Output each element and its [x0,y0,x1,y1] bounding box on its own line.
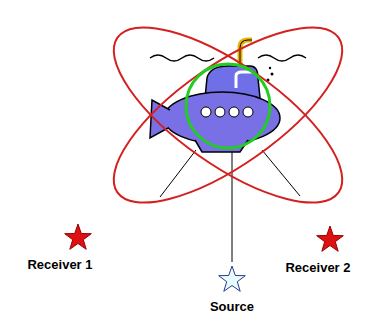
star-label: Receiver 1 [27,258,92,272]
tower-window [236,72,252,88]
range-ellipse [89,0,368,233]
porthole [201,107,211,117]
source-star [219,266,246,291]
star-label: Source [210,300,254,314]
path-line [262,150,300,196]
position-circle [186,64,270,148]
porthole [243,107,253,117]
bubble [269,67,271,69]
range-ellipse [89,0,368,233]
porthole [215,107,225,117]
submarine-hull [164,92,280,144]
path-line [232,150,233,262]
receiver-star [317,226,344,251]
bubble [271,73,274,76]
porthole [229,107,239,117]
path-line [160,150,196,197]
receiver-star [65,224,92,249]
star-label: Receiver 2 [285,261,350,275]
